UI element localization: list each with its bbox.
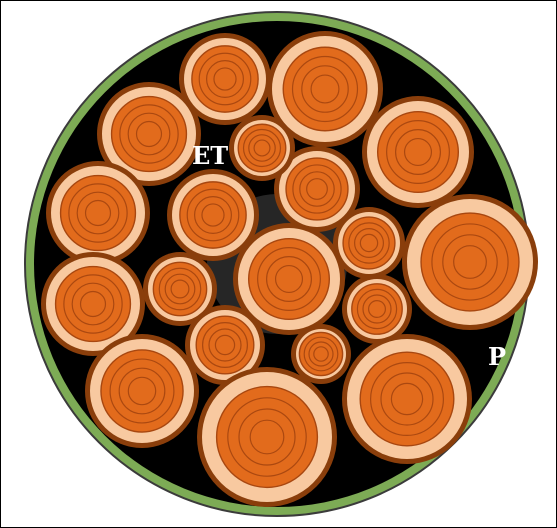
log-circle — [342, 334, 472, 464]
log-core — [421, 213, 519, 311]
label-et: ET — [192, 141, 228, 170]
log-core — [192, 46, 258, 112]
log-circle — [362, 96, 474, 208]
log-circle — [342, 274, 412, 344]
log-core — [153, 262, 206, 315]
log-core — [61, 176, 136, 251]
log-core — [101, 350, 183, 432]
log-core — [196, 316, 254, 374]
log-circle — [197, 367, 337, 507]
log-core — [286, 158, 348, 220]
log-core — [217, 387, 318, 488]
log-core — [283, 47, 367, 131]
log-core — [352, 284, 402, 334]
log-core — [56, 267, 131, 342]
log-circle — [291, 324, 351, 384]
log-core — [343, 217, 395, 269]
log-core — [360, 352, 454, 446]
log-circle — [46, 161, 150, 265]
log-core — [238, 124, 286, 172]
log-core — [378, 112, 459, 193]
log-circle — [229, 115, 295, 181]
log-core — [249, 239, 330, 320]
log-core — [112, 97, 187, 172]
log-core — [299, 332, 342, 375]
log-circle — [85, 334, 199, 448]
log-core — [180, 182, 246, 248]
label-p: P — [488, 342, 506, 371]
log-circle — [402, 194, 538, 330]
